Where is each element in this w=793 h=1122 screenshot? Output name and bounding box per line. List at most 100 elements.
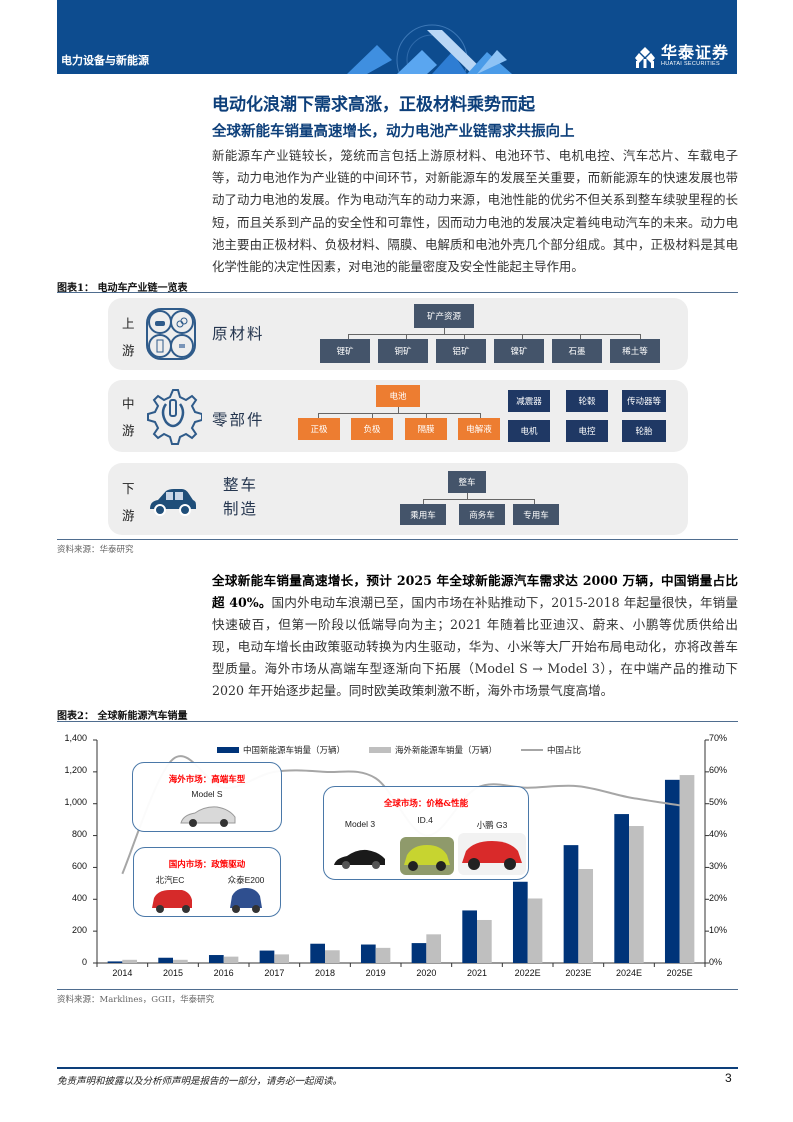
upstream-category: 原材料: [212, 325, 265, 343]
bar-china: [310, 943, 325, 963]
figure1-divider: [57, 292, 738, 294]
legend-item-china: 中国新能源车销量（万辆）: [217, 744, 345, 756]
x-tick-label: 2014: [112, 968, 133, 978]
y-right-tick: 40%: [709, 829, 728, 839]
brand-logo: 华泰证券 HUATAI SECURITIES: [634, 45, 729, 68]
upstream-band: 上游 原材料 矿产资源 锂矿 铜矿 铝矿 镍矿 石墨 稀土等: [108, 298, 688, 370]
chain-node: 商务车: [459, 504, 505, 525]
chain-node: 铜矿: [378, 339, 428, 363]
y-right-tick: 20%: [709, 893, 728, 903]
chain-node-root: 电池: [376, 385, 420, 407]
downstream-tier-label: 下游: [122, 481, 135, 523]
chain-node: 轮毂: [566, 390, 608, 412]
y-left-tick: 600: [71, 861, 87, 871]
legend-item-overseas: 海外新能源车销量（万辆）: [369, 744, 497, 756]
y-right-tick: 10%: [709, 925, 728, 935]
midstream-tier-label: 中游: [122, 396, 135, 438]
id4-car-image: [400, 837, 454, 875]
bar-overseas: [578, 869, 594, 963]
model-s-car-image: [180, 806, 236, 827]
y-left-tick: 0: [81, 957, 87, 967]
chain-node: 锂矿: [320, 339, 370, 363]
chain-node: 稀土等: [610, 339, 660, 363]
x-tick-label: 2016: [213, 968, 234, 978]
x-tick-label: 2019: [365, 968, 386, 978]
figure2-source: 资料来源：Marklines，GGII，华泰研究: [57, 995, 215, 1005]
y-left-tick: 1,200: [64, 765, 87, 775]
y-right-tick: 60%: [709, 765, 728, 775]
header-decoration: [347, 24, 512, 74]
chain-node: 乘用车: [400, 504, 446, 525]
bar-overseas: [629, 826, 644, 963]
x-tick-label: 2018: [314, 968, 336, 978]
y-right-tick: 30%: [709, 861, 728, 871]
y-right-tick: 0%: [709, 957, 723, 967]
bar-china: [563, 845, 579, 963]
legend-item-share: 中国占比: [521, 744, 581, 756]
xpeng-g3-car-image: [458, 833, 526, 875]
page-title: 电动化浪潮下需求高涨，正极材料乘势而起: [212, 95, 535, 115]
midstream-band: 中游 零部件 电池 正极 负极 隔膜 电解液 减震器 轮毂 传动器等 电机 电控…: [108, 380, 688, 452]
sales-paragraph-body: 国内外电动车浪潮已至，国内市场在补贴推动下，2015-2018 年起量很快，年销…: [212, 595, 738, 698]
bar-china: [512, 881, 528, 963]
bar-overseas: [223, 956, 239, 963]
section-subtitle: 全球新能车销量高速增长，动力电池产业链需求共振向上: [212, 123, 575, 140]
raw-materials-icon: [146, 308, 196, 364]
figure1-source: 资料来源：华泰研究: [57, 545, 134, 555]
chain-node-root: 矿产资源: [414, 304, 474, 328]
gear-wrench-icon: [144, 386, 203, 450]
x-tick-label: 2021: [466, 968, 488, 978]
x-tick-label: 2015: [162, 968, 184, 978]
chart-plot: [93, 739, 709, 967]
y-right-tick: 70%: [709, 733, 728, 743]
bar-overseas: [477, 919, 492, 963]
bar-overseas: [122, 959, 138, 963]
bar-china: [462, 910, 477, 963]
page-number: 3: [725, 1071, 732, 1085]
bar-china: [259, 950, 275, 963]
figure2-title: 图表2： 全球新能源汽车销量: [57, 711, 188, 722]
chain-node: 轮胎: [622, 420, 666, 442]
downstream-category: 整车制造: [223, 476, 259, 518]
chain-node: 铝矿: [436, 339, 486, 363]
x-tick-label: 2024E: [615, 968, 643, 978]
y-left-tick: 1,000: [64, 797, 87, 807]
bar-china: [107, 961, 123, 963]
bar-overseas: [173, 959, 188, 963]
sales-paragraph: 全球新能车销量高速增长，预计 2025 年全球新能源汽车需求达 2000 万辆，…: [212, 570, 738, 702]
y-left-tick: 1,400: [64, 733, 87, 743]
huatai-logo-icon: [634, 46, 656, 68]
y-left-tick: 400: [71, 893, 87, 903]
brand-name-en: HUATAI SECURITIES: [660, 61, 720, 67]
figure1-bottom-divider: [57, 539, 738, 541]
x-tick-label: 2022E: [514, 968, 541, 978]
ev-sales-chart: 中国新能源车销量（万辆） 海外新能源车销量（万辆） 中国占比 海外市场：高端车型…: [57, 730, 738, 980]
figure2-divider: [57, 721, 738, 723]
callout-domestic-policy: 国内市场：政策驱动 北汽EC 众泰E200: [133, 847, 281, 917]
model-3-car-image: [334, 849, 385, 869]
chain-node: 电解液: [458, 418, 500, 440]
bar-overseas: [375, 947, 391, 963]
x-tick-label: 2023E: [565, 968, 592, 978]
chart-legend: 中国新能源车销量（万辆） 海外新能源车销量（万辆） 中国占比: [217, 744, 605, 756]
chain-node: 传动器等: [622, 390, 666, 412]
bar-overseas: [325, 950, 340, 963]
bar-china: [664, 779, 680, 963]
chain-node: 正极: [298, 418, 340, 440]
chain-node: 专用车: [513, 504, 559, 525]
x-tick-label: 2017: [264, 968, 285, 978]
chain-node: 负极: [351, 418, 393, 440]
intro-paragraph: 新能源车产业链较长，笼统而言包括上游原材料、电池环节、电机电控、汽车芯片、车载电…: [212, 148, 738, 275]
upstream-tier-label: 上游: [122, 316, 135, 358]
car-icon: [148, 487, 196, 521]
bar-china: [208, 955, 224, 963]
y-left-tick: 800: [71, 829, 87, 839]
chain-node: 电控: [566, 420, 608, 442]
y-right-tick: 50%: [709, 797, 728, 807]
x-tick-label: 2020: [416, 968, 437, 978]
bar-overseas: [426, 934, 442, 963]
footer-divider: [57, 1067, 738, 1069]
chain-node: 隔膜: [405, 418, 447, 440]
bar-overseas: [527, 898, 543, 963]
figure2-bottom-divider: [57, 989, 738, 991]
